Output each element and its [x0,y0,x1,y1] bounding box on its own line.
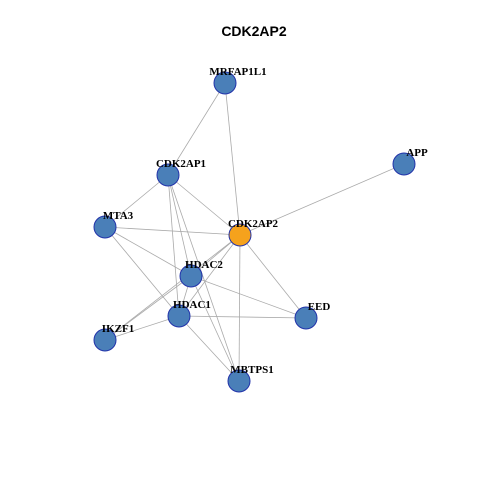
edge-cdk2ap1-hdac1 [167,174,180,317]
graph-title: CDK2AP2 [221,23,287,39]
node-hdac2 [179,264,203,288]
node-label-mrfap1l1: MRFAP1L1 [209,66,266,78]
edge-cdk2ap2-hdac1 [178,234,241,317]
edge-hdac1-mbtps1 [178,315,240,382]
edge-mta3-hdac1 [104,226,180,317]
node-label-cdk2ap1: CDK2AP1 [156,158,206,170]
node-mta3 [93,215,117,239]
node-cdk2ap1 [156,163,180,187]
edge-layer [104,82,405,382]
edge-cdk2ap1-mta3 [104,174,169,228]
node-label-mbtps1: MBTPS1 [230,364,273,376]
edge-cdk2ap2-ikzf1 [104,234,241,341]
node-ikzf1 [93,328,117,352]
node-label-mta3: MTA3 [103,210,134,222]
node-hdac1 [167,304,191,328]
edge-cdk2ap1-hdac2 [167,174,192,277]
edge-hdac2-mbtps1 [190,275,240,382]
edge-cdk2ap1-cdk2ap2 [167,174,241,236]
node-mbtps1 [227,369,251,393]
node-label-cdk2ap2: CDK2AP2 [228,218,279,230]
node-eed [294,306,318,330]
node-layer [93,71,416,393]
node-cdk2ap2 [228,223,252,247]
edge-hdac1-eed [178,315,307,319]
edge-cdk2ap2-mbtps1 [238,234,241,382]
edge-hdac1-ikzf1 [104,315,180,341]
edge-app-cdk2ap2 [239,163,405,236]
node-label-hdac2: HDAC2 [185,259,223,271]
node-label-ikzf1: IKZF1 [102,323,134,335]
node-label-app: APP [406,147,428,159]
edge-mrfap1l1-cdk2ap2 [224,82,241,236]
edge-cdk2ap1-mbtps1 [167,174,240,382]
edge-hdac2-ikzf1 [104,275,192,341]
node-mrfap1l1 [213,71,237,95]
edge-cdk2ap2-eed [239,234,307,319]
edge-hdac2-eed [190,275,307,319]
edge-mta3-cdk2ap2 [104,226,241,236]
edge-mta3-hdac2 [104,226,192,277]
edge-mrfap1l1-cdk2ap1 [167,82,226,176]
node-app [392,152,416,176]
node-label-hdac1: HDAC1 [173,299,211,311]
node-label-eed: EED [308,301,331,313]
